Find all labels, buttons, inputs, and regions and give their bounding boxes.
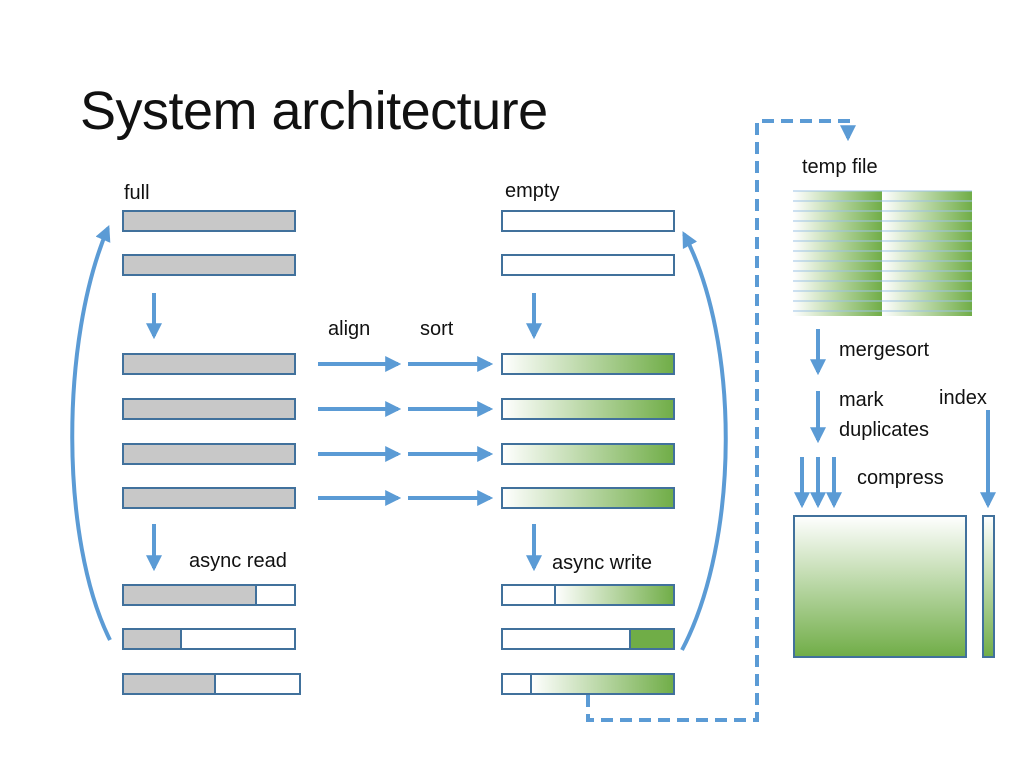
label-mergesort: mergesort [839, 339, 930, 361]
label-compress: compress [857, 467, 944, 489]
slide-title: System architecture [80, 81, 548, 141]
label-async-read: async read [189, 550, 287, 572]
full-buffer-4 [122, 398, 296, 420]
sorted-buffer-1 [501, 353, 675, 375]
flush-dashed-arrow [586, 119, 856, 722]
label-align: align [328, 318, 371, 340]
sorted-buffer-3 [501, 443, 675, 465]
recycle-arrow-left [70, 225, 112, 641]
label-sort: sort [420, 318, 454, 340]
full-buffer-5 [122, 443, 296, 465]
read-buffer-2 [122, 628, 296, 650]
write-buffer-3 [501, 673, 675, 695]
label-index: index [939, 387, 987, 409]
empty-buffer-1 [501, 210, 675, 232]
full-buffer-3 [122, 353, 296, 375]
write-buffer-2 [501, 628, 675, 650]
sorted-buffer-2 [501, 398, 675, 420]
recycle-arrow-right [680, 231, 728, 651]
full-buffer-2 [122, 254, 296, 276]
sorted-buffer-4 [501, 487, 675, 509]
read-buffer-1 [122, 584, 296, 606]
full-buffer-1 [122, 210, 296, 232]
label-full: full [124, 182, 150, 204]
label-mark: mark [839, 389, 884, 411]
read-buffer-3 [122, 673, 301, 695]
write-buffer-1 [501, 584, 675, 606]
label-temp-file: temp file [802, 156, 878, 178]
label-empty: empty [505, 180, 560, 202]
index-output [982, 515, 995, 658]
label-async-write: async write [552, 552, 653, 574]
full-buffer-6 [122, 487, 296, 509]
label-duplicates: duplicates [839, 419, 930, 441]
temp-file-block [793, 190, 972, 316]
empty-buffer-2 [501, 254, 675, 276]
compressed-output [793, 515, 967, 658]
